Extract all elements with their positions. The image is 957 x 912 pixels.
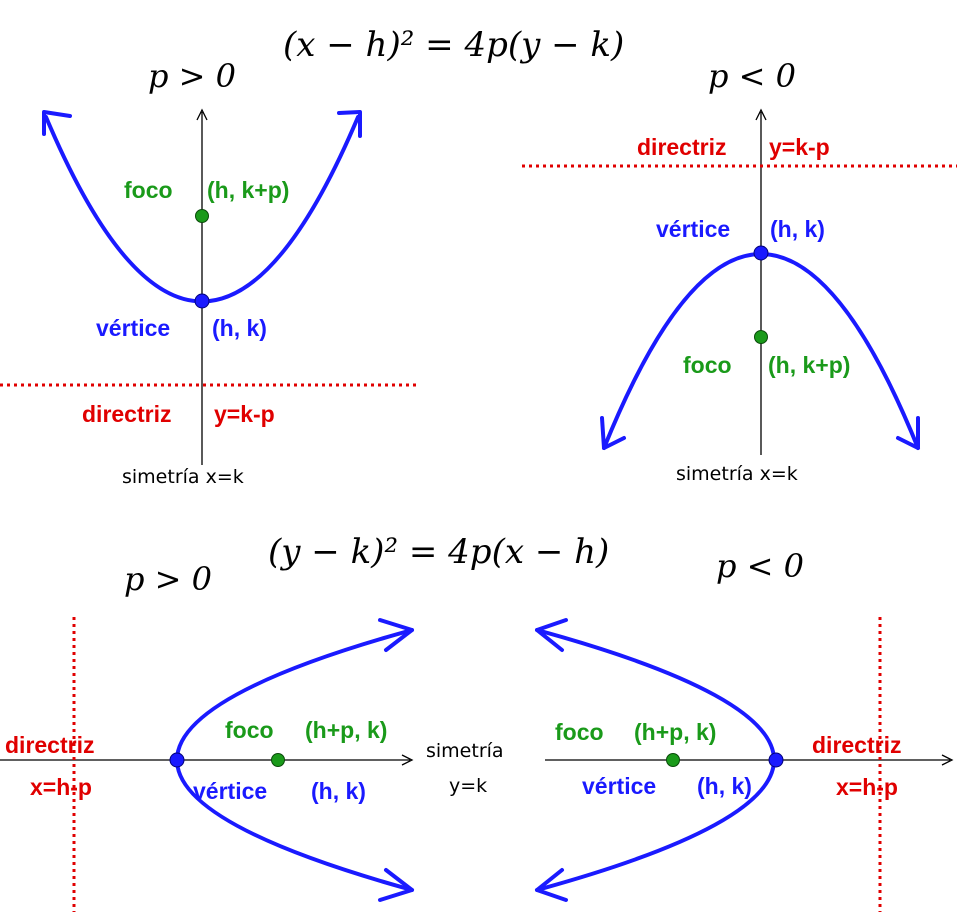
directrix-label: directriz [812, 732, 901, 758]
vertex-point [194, 293, 210, 309]
focus-point [195, 209, 209, 223]
condition-bottom-right: p < 0 [716, 547, 804, 585]
focus-point [754, 330, 768, 344]
panel-top-right: directriz y=k-p vértice (h, k) foco (h, … [522, 108, 957, 485]
curve-arrow-right [337, 110, 362, 138]
focus-point [666, 753, 680, 767]
axis-arrowhead [755, 108, 767, 121]
vertex-point [768, 752, 784, 768]
focus-label: foco [225, 717, 274, 743]
vertex-label: vértice [193, 778, 267, 804]
symmetry-label: simetría x=k [676, 463, 798, 485]
curve-arrow-top [535, 618, 568, 652]
equation-horizontal: (y − k)² = 4p(x − h) [268, 532, 609, 572]
axis-arrowhead [401, 754, 414, 766]
condition-top-left: p > 0 [148, 57, 236, 95]
vertex-coords: (h, k) [770, 216, 825, 242]
directrix-label: directriz [82, 401, 171, 427]
curve-arrow-right [896, 416, 920, 450]
focus-label: foco [124, 177, 173, 203]
vertex-point [753, 245, 769, 261]
symmetry-equation: y=k [449, 775, 487, 797]
directrix-equation: x=h-p [30, 774, 92, 800]
vertex-label: vértice [656, 216, 730, 242]
axis-arrowhead [941, 754, 954, 766]
directrix-label: directriz [637, 134, 726, 160]
focus-coords: (h+p, k) [634, 719, 716, 745]
focus-label: foco [683, 352, 732, 378]
vertex-coords: (h, k) [311, 778, 366, 804]
equation-vertical: (x − h)² = 4p(y − k) [283, 25, 624, 65]
axis-arrowhead [196, 108, 208, 121]
panel-bottom-left: foco (h+p, k) vértice (h, k) directriz x… [0, 617, 414, 912]
curve-arrow-left [42, 110, 72, 136]
focus-coords: (h+p, k) [305, 717, 387, 743]
vertex-label: vértice [582, 773, 656, 799]
panel-top-left: foco (h, k+p) vértice (h, k) directriz y… [0, 108, 420, 488]
condition-bottom-left: p > 0 [124, 560, 212, 598]
focus-point [271, 753, 285, 767]
symmetry-word: simetría [426, 740, 504, 762]
curve-arrow-top [378, 618, 414, 652]
symmetry-label: simetría x=k [122, 466, 244, 488]
curve-arrow-bottom [378, 868, 414, 902]
condition-top-right: p < 0 [708, 57, 796, 95]
directrix-label: directriz [5, 732, 94, 758]
vertex-point [169, 752, 185, 768]
vertex-label: vértice [96, 315, 170, 341]
focus-coords: (h, k+p) [768, 352, 850, 378]
directrix-equation: y=k-p [769, 134, 830, 160]
directrix-equation: y=k-p [214, 401, 275, 427]
vertex-coords: (h, k) [212, 315, 267, 341]
vertex-coords: (h, k) [697, 773, 752, 799]
panel-bottom-right: foco (h+p, k) vértice (h, k) directriz x… [535, 617, 954, 912]
curve-arrow-left [600, 416, 626, 450]
focus-label: foco [555, 719, 604, 745]
curve-arrow-bottom [535, 868, 568, 902]
focus-coords: (h, k+p) [207, 177, 289, 203]
directrix-equation: x=h-p [836, 774, 898, 800]
